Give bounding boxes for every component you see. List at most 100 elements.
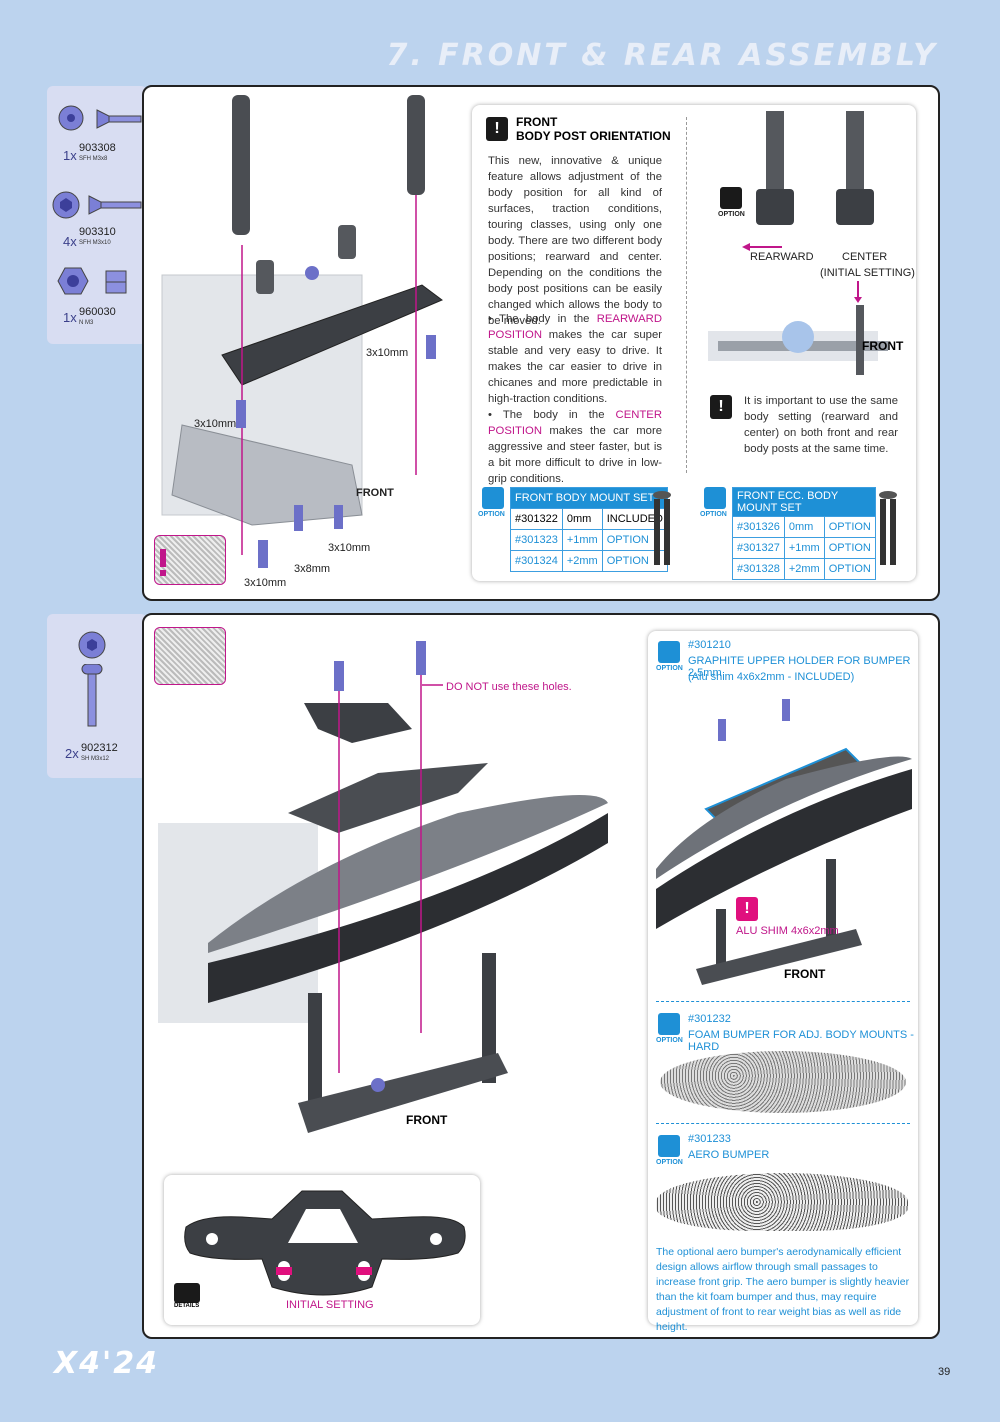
parts-panel-top: 1x 903308 SFH M3x8 4x 903310 SFH M3x10 1… [47,86,147,344]
bullet-text: • The body in the [488,313,597,325]
part-code: #301233 [688,1133,731,1145]
part-item: 1x 903308 SFH M3x8 [57,104,142,164]
status: OPTION [823,537,876,559]
chassis-side-illustration [708,281,888,375]
front-label: FRONT [406,1113,448,1127]
details-label: DETAILS [174,1303,200,1309]
thumbs-up-icon [658,1135,680,1157]
graphite-holder-illustration [656,699,912,985]
step2-box: DO NOT use these holes. FRONT DETAILS IN… [142,613,940,1339]
bumper-options-card: OPTION #301210 GRAPHITE UPPER HOLDER FOR… [648,631,918,1333]
alu-shim-label: ALU SHIM 4x6x2mm [736,925,839,937]
intro-paragraph: This new, innovative & unique feature al… [488,155,662,327]
option-label: OPTION [478,511,505,518]
thumbs-up-icon [720,187,742,209]
thumbs-up-icon [482,487,504,509]
size: +1mm [783,537,825,559]
page-number: 39 [938,1366,951,1378]
part-number: 903310 [79,226,116,238]
center-bullet: • The body in the CENTER POSITION makes … [488,407,662,487]
card-heading: BODY POST ORIENTATION [516,129,671,143]
part-qty: 4x [63,234,77,249]
size: +2mm [783,558,825,580]
body-post-icon [653,491,671,565]
bullet-text: • The body in the [488,409,616,421]
bumper-holder-plate-illustration [184,1190,466,1296]
parts-panel-bottom: 2x 902312 SH M3x12 [47,614,147,778]
nut-side-icon [105,270,127,294]
screw-side-icon [81,664,103,727]
hex-nut-icon [57,267,89,295]
screw-label: 3x10mm [328,542,371,554]
section-title: 7. FRONT & REAR ASSEMBLY [386,38,938,73]
divider [656,1001,910,1002]
screw-head-icon [52,191,80,219]
front-label: FRONT [784,967,826,981]
status: INCLUDED [601,508,668,530]
bullet-text: makes the car more aggressive and steer … [488,425,662,485]
warning-icon: ! [736,897,758,921]
status: OPTION [601,529,668,551]
thumbs-up-icon [704,487,726,509]
warning-icon [160,549,166,576]
front-heading: FRONT [516,115,558,129]
warning-icon: ! [486,117,508,141]
part-number: 960030 [79,306,116,318]
warning-icon: ! [710,395,732,419]
part-title: AERO BUMPER [688,1149,770,1161]
part-desc: SFH M3x10 [79,240,111,246]
do-not-use-holes-label: DO NOT use these holes. [446,681,572,693]
status: OPTION [601,550,668,572]
front-label: FRONT [356,487,394,499]
part-code: #301232 [688,1013,731,1025]
rearward-label: REARWARD [750,251,814,263]
same-setting-note: It is important to use the same body set… [744,395,898,455]
part-qty: 2x [65,746,79,761]
body-post-icon [879,491,897,565]
aero-bumper-image [656,1173,908,1231]
part-code: #301328 [732,558,785,580]
bullet-highlight: REARWARD POSITION [488,313,662,341]
part-number: 902312 [81,742,118,754]
status: OPTION [823,516,876,538]
status: OPTION [823,558,876,580]
size: 0mm [783,516,825,538]
thumbs-up-icon [658,1013,680,1035]
divider [686,117,687,473]
aero-description: The optional aero bumper's aerodynamical… [656,1246,910,1333]
bullet-highlight: CENTER POSITION [488,409,662,437]
screw-label: 3x10mm [194,418,237,430]
option-label: OPTION [700,511,727,518]
foam-bumper-image [660,1051,906,1113]
part-desc: N M3 [79,320,94,326]
body-post-orientation-card: ! FRONT BODY POST ORIENTATION This new, … [472,105,916,581]
model-logo: X4'24 [54,1346,159,1381]
part-desc: SFH M3x8 [79,156,108,162]
screw-head-icon [58,105,84,131]
part-desc: SH M3x12 [81,756,110,762]
flat-screw-icon [88,195,142,215]
flat-screw-icon [96,109,142,129]
body-post-positions-diagram [742,111,874,251]
step1-box: 3x10mm 3x10mm 3x10mm 3x8mm 3x10mm FRONT … [142,85,940,601]
option-label: OPTION [656,665,683,672]
table-title: FRONT BODY MOUNT SET [510,487,668,509]
part-title: FOAM BUMPER FOR ADJ. BODY MOUNTS - HARD [688,1029,914,1053]
center-label: CENTER [842,251,888,263]
part-code: #301323 [510,529,563,551]
part-item: 1x 960030 N M3 [57,266,142,336]
part-subtitle: (Alu shim 4x6x2mm - INCLUDED) [688,671,855,683]
part-code: #301210 [688,639,731,651]
part-code: #301326 [732,516,785,538]
initial-setting-label: (INITIAL SETTING) [820,267,915,279]
part-qty: 1x [63,310,77,325]
screw-label: 3x8mm [294,563,331,575]
